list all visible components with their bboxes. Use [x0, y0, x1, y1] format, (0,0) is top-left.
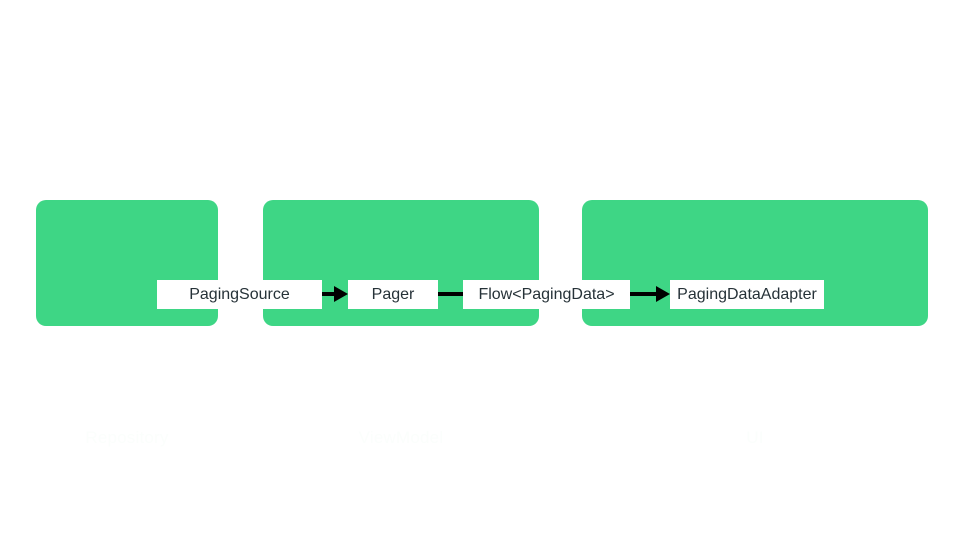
connector-pagingsource-to-pager-arrowhead-icon — [334, 286, 348, 302]
node-pager: Pager — [348, 280, 438, 309]
node-paging-source: PagingSource — [157, 280, 322, 309]
connector-flow-to-adapter-arrowhead-icon — [656, 286, 670, 302]
container-repository-title: Repository — [85, 428, 169, 447]
connector-pager-to-flow-line — [437, 292, 464, 296]
connector-flow-to-adapter-line — [629, 292, 658, 296]
node-flow-paging-data: Flow<PagingData> — [463, 280, 630, 309]
container-ui-title: UI — [746, 428, 764, 447]
container-repository: Repository — [36, 200, 218, 447]
container-viewmodel-title: ViewModel — [358, 428, 444, 447]
connector-pagingsource-to-pager-line — [321, 292, 337, 296]
node-paging-data-adapter: PagingDataAdapter — [670, 280, 824, 309]
